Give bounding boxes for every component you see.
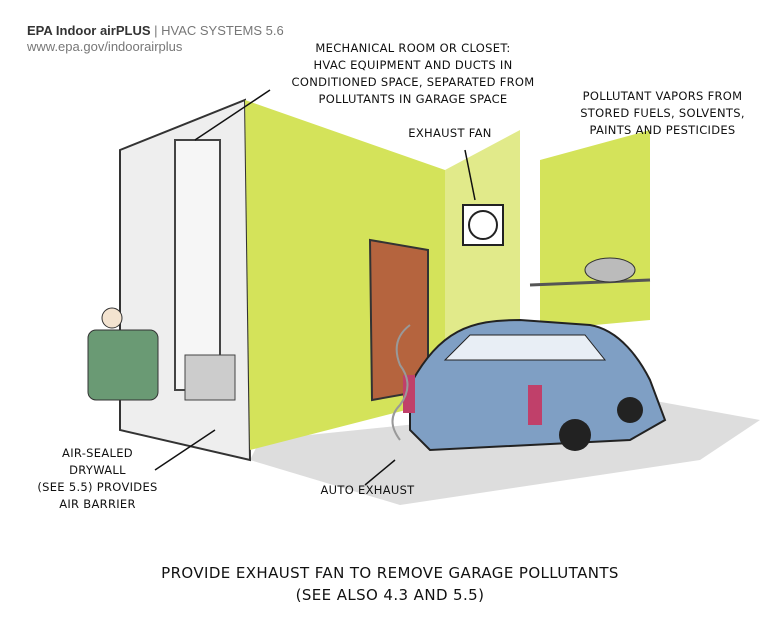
auto-exhaust-label: AUTO EXHAUST [320, 483, 415, 497]
taillight [528, 385, 542, 425]
car-window [443, 334, 607, 361]
label-line: CONDITIONED SPACE, SEPARATED FROM [291, 75, 535, 89]
armchair [87, 329, 159, 401]
pollutant-vapors-label: POLLUTANT VAPORS FROM STORED FUELS, SOLV… [555, 88, 770, 139]
label-line: PAINTS AND PESTICIDES [589, 123, 736, 137]
label-line: POLLUTANT VAPORS FROM [582, 89, 743, 103]
fan-icon [468, 210, 498, 240]
label-line: AIR BARRIER [59, 497, 136, 511]
brand: EPA Indoor airPLUS [27, 23, 151, 38]
drywall-label: AIR-SEALED DRYWALL (SEE 5.5) PROVIDES AI… [25, 445, 170, 513]
caption-line-1: PROVIDE EXHAUST FAN TO REMOVE GARAGE POL… [161, 564, 619, 582]
person [101, 307, 123, 329]
label-line: POLLUTANTS IN GARAGE SPACE [318, 92, 508, 106]
wheel [559, 419, 591, 451]
header: EPA Indoor airPLUS | HVAC SYSTEMS 5.6 ww… [27, 23, 284, 55]
caption-line-2: (SEE ALSO 4.3 AND 5.5) [295, 586, 485, 604]
duct-boot [184, 354, 236, 401]
containers [584, 257, 636, 283]
separator: | [150, 23, 162, 38]
section-title: HVAC SYSTEMS 5.6 [161, 23, 284, 38]
website-url: www.epa.gov/indoorairplus [27, 39, 183, 54]
label-line: AIR-SEALED [62, 446, 133, 460]
shelf [529, 278, 651, 287]
wheel [617, 397, 643, 423]
taillight [403, 375, 415, 413]
label-line: MECHANICAL ROOM OR CLOSET: [315, 41, 511, 55]
hvac-equipment [174, 139, 221, 391]
exhaust-fan-label: EXHAUST FAN [408, 126, 492, 140]
label-line: HVAC EQUIPMENT AND DUCTS IN [313, 58, 513, 72]
label-line: DRYWALL [69, 463, 126, 477]
caption: PROVIDE EXHAUST FAN TO REMOVE GARAGE POL… [0, 562, 780, 606]
back-wall [540, 130, 650, 330]
label-line: (SEE 5.5) PROVIDES [37, 480, 158, 494]
exhaust-fumes [391, 324, 411, 441]
mechanical-room-label: MECHANICAL ROOM OR CLOSET: HVAC EQUIPMEN… [278, 40, 548, 108]
label-line: STORED FUELS, SOLVENTS, [580, 106, 745, 120]
